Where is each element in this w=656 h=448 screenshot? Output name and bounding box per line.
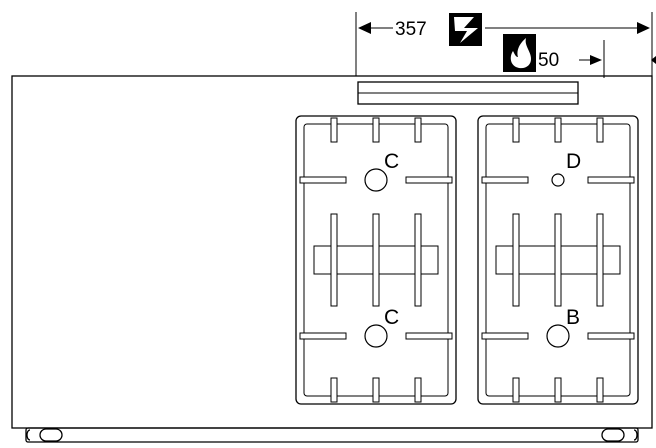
grate-left: CC (295, 115, 457, 405)
height-value: 50 (538, 50, 559, 71)
handle-bar (25, 427, 639, 443)
arrowhead-small-icon (590, 55, 602, 65)
burner-front-left (364, 324, 388, 348)
arrowhead-right-icon (637, 22, 650, 34)
grate-right: DB (477, 115, 639, 405)
gas-flame-icon (503, 34, 536, 72)
burner-label-front-right: B (566, 306, 580, 329)
height-dimension: 50 (538, 40, 656, 78)
burner-front-right (546, 324, 570, 348)
arrowhead-left-icon (358, 22, 371, 34)
vent-bar (357, 81, 579, 105)
burner-label-rear-right: D (566, 150, 581, 173)
burner-rear-left (364, 168, 388, 192)
arrowhead-edge-icon (651, 56, 656, 64)
width-value: 357 (395, 19, 427, 40)
burner-label-front-left: C (384, 306, 399, 329)
burner-label-rear-left: C (384, 150, 399, 173)
electric-lightning-icon (449, 13, 482, 46)
width-dimension: 357 (355, 12, 653, 76)
burner-rear-right (551, 173, 565, 187)
